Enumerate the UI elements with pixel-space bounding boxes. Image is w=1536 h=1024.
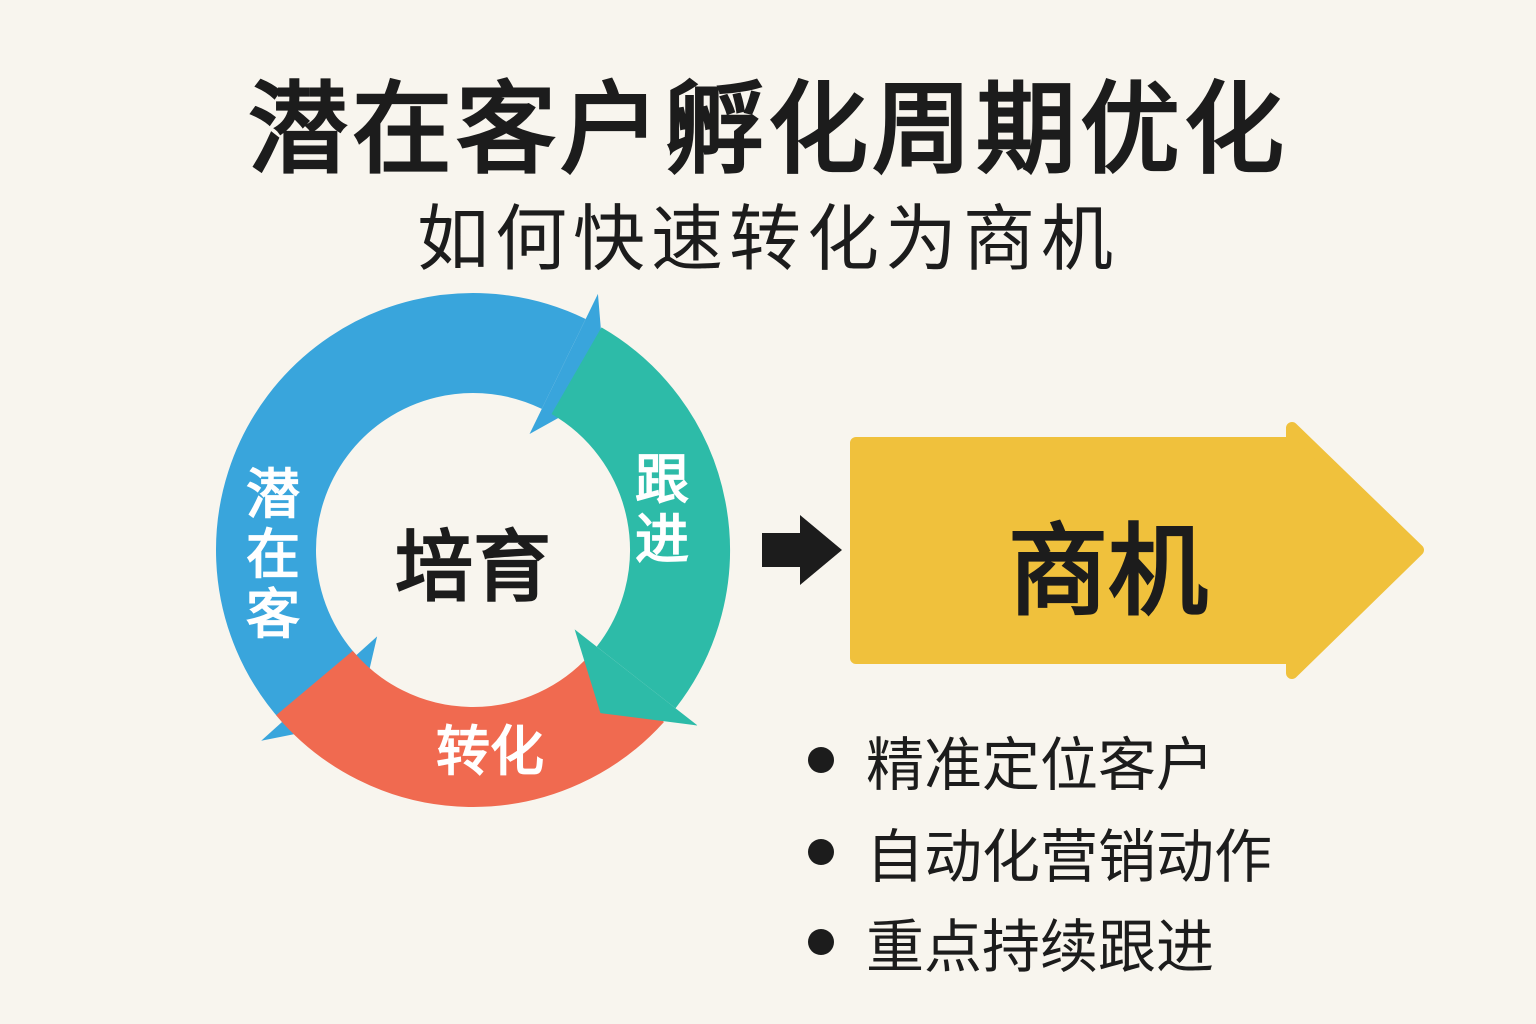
bullet-dot-icon (808, 839, 834, 865)
bullet-item: 精准定位客户 (808, 718, 1214, 802)
page-title: 潜在客户孵化周期优化 (248, 71, 1288, 188)
bullet-text: 精准定位客户 (866, 731, 1215, 799)
bullet-text: 自动化营销动作 (866, 823, 1273, 891)
segment-label-followup: 跟进 (635, 448, 689, 571)
bullet-dot-icon (808, 929, 834, 955)
segment-label-conversion: 转化 (436, 720, 544, 783)
bullet-item: 重点持续跟进 (808, 900, 1214, 984)
cycle-center-label: 培育 (394, 523, 551, 613)
cycle-segment-prospect (216, 293, 586, 722)
bullet-text: 重点持续跟进 (866, 913, 1215, 981)
bullet-item: 自动化营销动作 (808, 810, 1272, 894)
page-subtitle: 如何快速转化为商机 (416, 197, 1119, 281)
arrowhead-followup (574, 629, 698, 726)
bullet-dot-icon (808, 747, 834, 773)
right-arrow-icon (762, 515, 842, 585)
opportunity-arrow (850, 422, 1424, 679)
cycle-segment-followup (550, 327, 730, 709)
cycle-segment-conversion (276, 650, 664, 807)
segment-label-prospect: 潜在客 (246, 463, 300, 646)
opportunity-label: 商机 (1008, 513, 1208, 630)
